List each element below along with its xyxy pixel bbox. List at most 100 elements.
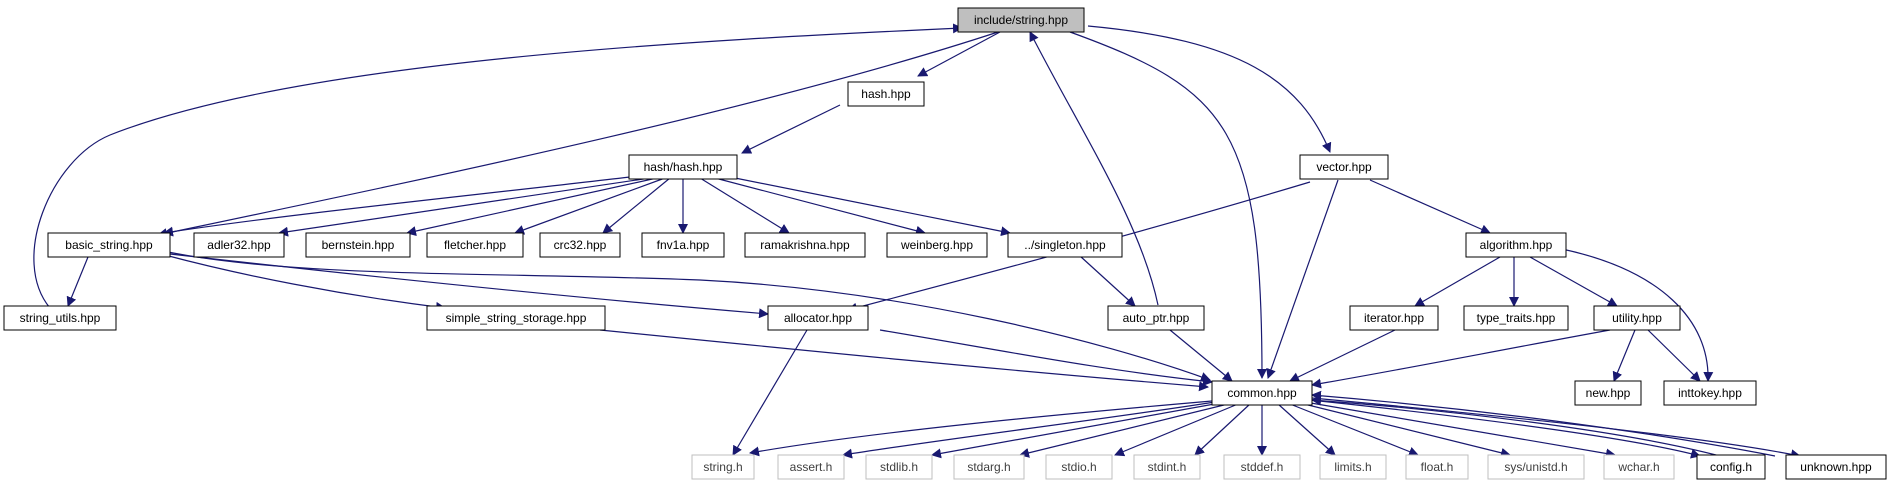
node-basic-string-hpp[interactable]: basic_string.hpp xyxy=(47,232,171,258)
node-algorithm-hpp[interactable]: algorithm.hpp xyxy=(1465,232,1567,258)
edge-auto-ptr-to-string xyxy=(1029,31,1159,306)
node-label: algorithm.hpp xyxy=(1480,238,1553,252)
node-label: limits.h xyxy=(1334,460,1371,474)
node-label: stdlib.h xyxy=(880,460,918,474)
node-common-hpp[interactable]: common.hpp xyxy=(1211,380,1313,406)
node-label: crc32.hpp xyxy=(554,238,607,252)
edge-string-to-vector xyxy=(1087,25,1332,153)
edge-hash-hash-to-bernstein xyxy=(406,177,658,236)
node-type-traits-hpp[interactable]: type_traits.hpp xyxy=(1463,305,1569,331)
node-label: weinberg.hpp xyxy=(900,238,973,252)
edge-string-to-basic-string xyxy=(157,31,999,239)
node-stddef-h: stddef.h xyxy=(1223,454,1301,480)
file-nodes: include/string.hpp hash.hpp hash/hash.hp… xyxy=(3,7,1887,480)
edge-common-to-stdint-h xyxy=(1194,403,1251,456)
edge-common-to-assert-h xyxy=(842,401,1216,459)
edge-hash-hash-to-fletcher xyxy=(514,177,666,235)
edge-common-to-sys-unistd-h xyxy=(1299,402,1511,458)
node-vector-hpp[interactable]: vector.hpp xyxy=(1299,154,1389,180)
node-simple-string-storage-hpp[interactable]: simple_string_storage.hpp xyxy=(426,305,606,331)
node-crc32-hpp[interactable]: crc32.hpp xyxy=(539,232,621,258)
edge-allocator-to-common xyxy=(879,329,1213,387)
edge-common-to-config-h xyxy=(1309,399,1701,459)
node-label: new.hpp xyxy=(1586,386,1631,400)
edge-utility-to-inttokey xyxy=(1647,329,1701,382)
edge-algorithm-to-inttokey xyxy=(1561,248,1714,382)
node-bernstein-hpp[interactable]: bernstein.hpp xyxy=(305,232,411,258)
node-new-hpp[interactable]: new.hpp xyxy=(1574,380,1642,406)
node-label: simple_string_storage.hpp xyxy=(446,311,587,325)
dependency-edges xyxy=(33,23,1801,460)
node-label: ramakrishna.hpp xyxy=(760,238,850,252)
node-label: wchar.h xyxy=(1617,460,1659,474)
edge-utility-to-common xyxy=(1311,329,1611,389)
node-label: config.h xyxy=(1710,460,1752,474)
node-string-utils-hpp[interactable]: string_utils.hpp xyxy=(3,305,117,331)
node-label: fletcher.hpp xyxy=(444,238,506,252)
node-label: utility.hpp xyxy=(1612,311,1662,325)
node-allocator-hpp[interactable]: allocator.hpp xyxy=(767,305,869,331)
node-label: bernstein.hpp xyxy=(322,238,395,252)
edge-common-to-stdarg-h xyxy=(1019,403,1229,458)
node-label: type_traits.hpp xyxy=(1477,311,1556,325)
node-adler32-hpp[interactable]: adler32.hpp xyxy=(193,232,285,258)
node-iterator-hpp[interactable]: iterator.hpp xyxy=(1349,305,1439,331)
edge-hash-hash-to-crc32 xyxy=(602,177,671,234)
node-label: string.h xyxy=(703,460,742,474)
edge-common-to-wchar-h xyxy=(1304,401,1616,459)
edge-string-utils-to-string xyxy=(33,23,963,309)
node-sys-unistd-h: sys/unistd.h xyxy=(1487,454,1585,480)
node-auto-ptr-hpp[interactable]: auto_ptr.hpp xyxy=(1107,305,1205,331)
node-limits-h: limits.h xyxy=(1319,454,1387,480)
node-label: stddef.h xyxy=(1241,460,1284,474)
node-label: inttokey.hpp xyxy=(1678,386,1742,400)
node-label: basic_string.hpp xyxy=(65,238,153,252)
node-singleton-hpp[interactable]: ../singleton.hpp xyxy=(1007,232,1123,258)
node-label: sys/unistd.h xyxy=(1504,460,1567,474)
edge-hash-hash-to-singleton xyxy=(734,177,1011,237)
node-include-string-hpp[interactable]: include/string.hpp xyxy=(957,7,1085,33)
node-label: include/string.hpp xyxy=(974,13,1068,27)
node-label: common.hpp xyxy=(1227,386,1297,400)
edge-algorithm-to-iterator xyxy=(1414,256,1501,307)
edge-basic-string-to-simple-storage xyxy=(164,254,446,312)
edge-config-to-common xyxy=(1311,395,1721,457)
node-stdlib-h: stdlib.h xyxy=(865,454,933,480)
node-label: assert.h xyxy=(790,460,833,474)
node-label: stdarg.h xyxy=(967,460,1010,474)
edge-basic-string-to-string-utils xyxy=(66,256,89,307)
node-label: unknown.hpp xyxy=(1800,460,1872,474)
node-label: float.h xyxy=(1421,460,1454,474)
node-fnv1a-hpp[interactable]: fnv1a.hpp xyxy=(641,232,725,258)
edge-common-to-limits-h xyxy=(1277,403,1336,456)
edge-hash-hash-to-weinberg xyxy=(714,177,926,236)
node-config-h[interactable]: config.h xyxy=(1696,454,1766,480)
node-unknown-hpp[interactable]: unknown.hpp xyxy=(1785,454,1887,480)
node-hash-hpp[interactable]: hash.hpp xyxy=(847,81,925,107)
node-hash-hash-hpp[interactable]: hash/hash.hpp xyxy=(628,154,738,180)
node-stdint-h: stdint.h xyxy=(1133,454,1201,480)
node-stdarg-h: stdarg.h xyxy=(953,454,1025,480)
node-ramakrishna-hpp[interactable]: ramakrishna.hpp xyxy=(744,232,866,258)
edge-common-to-float-h xyxy=(1289,403,1419,457)
node-label: auto_ptr.hpp xyxy=(1123,311,1190,325)
node-label: hash/hash.hpp xyxy=(644,160,723,174)
edge-utility-to-new xyxy=(1612,329,1636,382)
node-utility-hpp[interactable]: utility.hpp xyxy=(1593,305,1681,331)
edge-simple-storage-to-common xyxy=(599,329,1209,392)
node-inttokey-hpp[interactable]: inttokey.hpp xyxy=(1663,380,1757,406)
node-label: fnv1a.hpp xyxy=(657,238,710,252)
edge-hash-hash-to-basic-string xyxy=(163,176,631,237)
edge-allocator-to-string-h xyxy=(732,329,808,456)
node-weinberg-hpp[interactable]: weinberg.hpp xyxy=(886,232,988,258)
edge-hash-hash-to-ramakrishna xyxy=(699,177,790,234)
edge-string-to-common xyxy=(1069,31,1267,379)
node-label: string_utils.hpp xyxy=(20,311,101,325)
node-float-h: float.h xyxy=(1405,454,1469,480)
node-assert-h: assert.h xyxy=(777,454,845,480)
edge-vector-to-algorithm xyxy=(1369,179,1491,234)
node-fletcher-hpp[interactable]: fletcher.hpp xyxy=(426,232,524,258)
edge-algorithm-to-utility xyxy=(1529,256,1618,307)
edge-basic-string-to-common xyxy=(167,251,1211,382)
